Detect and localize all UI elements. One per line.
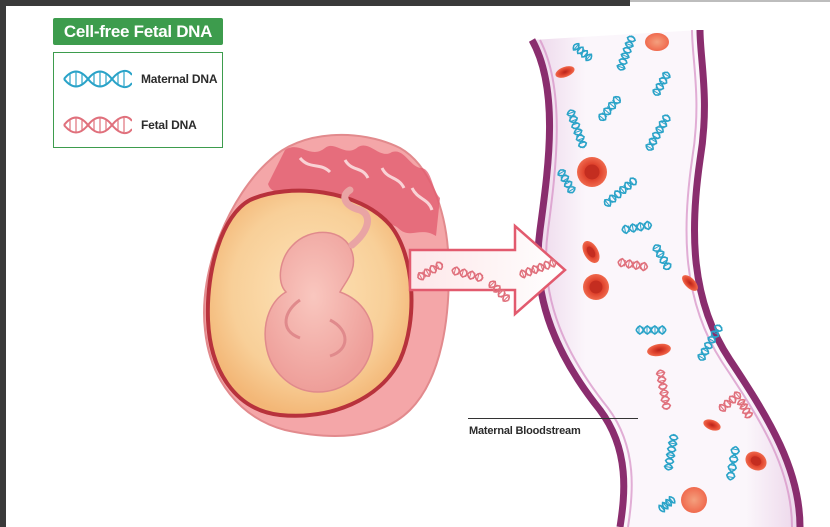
legend-item-fetal: Fetal DNA	[62, 115, 197, 135]
red-blood-cell	[645, 33, 669, 51]
legend-label-fetal: Fetal DNA	[141, 118, 197, 132]
bloodstream-label: Maternal Bloodstream	[469, 425, 581, 437]
red-blood-cell	[583, 274, 609, 300]
vessel-lumen	[532, 30, 800, 527]
legend-title: Cell-free Fetal DNA	[53, 18, 223, 45]
fetal-dna-icon	[62, 115, 132, 135]
legend-box: Maternal DNA Fetal DNA	[53, 52, 223, 148]
maternal-dna-icon	[62, 69, 132, 89]
red-blood-cell	[577, 157, 607, 187]
maternal-blood-vessel	[532, 30, 800, 527]
legend-item-maternal: Maternal DNA	[62, 69, 217, 89]
red-blood-cell	[681, 487, 707, 513]
legend-label-maternal: Maternal DNA	[141, 72, 217, 86]
bloodstream-leader-line	[468, 418, 638, 419]
